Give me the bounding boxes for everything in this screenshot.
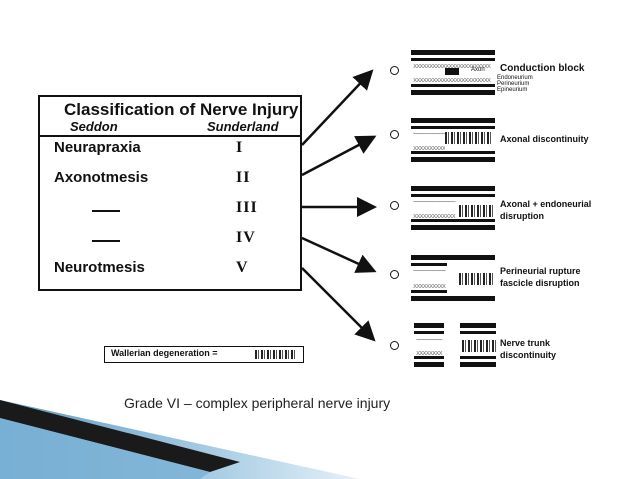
endoneurium-wavy: xxxxxxxxxxxxxxxxxxxxxxxx (413, 77, 491, 83)
epineurium-bar (411, 296, 495, 301)
panel-bullet (390, 341, 399, 350)
degeneration-zone (459, 273, 495, 285)
endoneurium-wavy: xxxxxxxxxxxxxxxxxxxxxxxx (413, 63, 491, 69)
decorative-corner-swoosh (0, 400, 360, 479)
nerve-panel-trunk-discontinuity: ~~~~~~~~ xxxxxxxx (414, 323, 500, 367)
epineurium-bar-left (414, 323, 444, 328)
panel-bullet (390, 270, 399, 279)
table-row-2: Axonotmesis II (40, 169, 300, 193)
epineurium-bar-left (414, 362, 444, 367)
degeneration-zone (462, 340, 496, 352)
sunderland-grade: I (236, 139, 244, 156)
degeneration-zone (459, 205, 495, 217)
panel-label-line2: disruption (500, 211, 544, 221)
classification-table: Classification of Nerve Injury Seddon Su… (38, 95, 302, 291)
perineurium-bar (411, 151, 495, 154)
endoneurium-wavy: ~~~~~~~~~~~~~ (413, 199, 456, 205)
endoneurium-wavy: xxxxxxxxxx (413, 145, 445, 151)
arrow-to-grade-4 (301, 236, 377, 273)
header-sunderland: Sunderland (207, 119, 279, 134)
panel-bullet (390, 130, 399, 139)
nerve-panel-perineurial-rupture: ~~~~~~~~~~ xxxxxxxxxx (411, 255, 497, 301)
header-seddon: Seddon (70, 119, 118, 134)
wallerian-legend: Wallerian degeneration = (104, 346, 304, 363)
panel-label: Axonal discontinuity (500, 134, 589, 144)
wallerian-label: Wallerian degeneration = (111, 348, 218, 358)
arrow-to-grade-5 (301, 267, 376, 342)
arrow-to-grade-1 (301, 69, 374, 146)
perineurium-bar (411, 290, 447, 293)
degeneration-sample-swatch (255, 350, 295, 359)
nerve-panel-conduction-block: xxxxxxxxxxxxxxxxxxxxxxxx xxxxxxxxxxxxxxx… (411, 50, 497, 95)
seddon-cell: Neurotmesis (54, 259, 145, 276)
perineurium-bar (411, 84, 495, 87)
panel-label-line1: Nerve trunk (500, 338, 551, 348)
arrow-to-grade-2 (301, 135, 377, 177)
degeneration-zone (445, 132, 493, 144)
axon-label: Axon (471, 67, 485, 73)
table-row-3: III (40, 199, 300, 223)
layer-label-epineurium: Epineurium (497, 87, 528, 93)
table-row-4: IV (40, 229, 300, 253)
seddon-cell: Neurapraxia (54, 139, 141, 156)
perineurium-bar (411, 219, 495, 222)
endoneurium-wavy: ~~~~~~~~~~ (413, 131, 445, 137)
epineurium-bar (411, 255, 495, 260)
table-title: Classification of Nerve Injury (64, 100, 299, 119)
sunderland-grade: III (236, 199, 258, 216)
table-header-divider (40, 135, 300, 137)
perineurium-bar (411, 126, 495, 129)
perineurium-bar (411, 58, 495, 61)
endoneurium-wavy: ~~~~~~~~ (416, 337, 443, 343)
perineurium-bar-right (460, 356, 496, 359)
empty-seddon-dash (92, 210, 120, 212)
endoneurium-wavy: xxxxxxxxxx (413, 283, 446, 289)
sunderland-grade: V (236, 259, 249, 276)
panel-label-line1: Axonal + endoneurial (500, 199, 592, 209)
panel-label-line2: fascicle disruption (500, 278, 580, 288)
perineurium-bar (411, 263, 447, 266)
empty-seddon-dash (92, 240, 120, 242)
epineurium-bar-right (460, 323, 496, 328)
table-row-1: Neurapraxia I (40, 139, 300, 163)
endoneurium-wavy: xxxxxxxx (416, 350, 443, 356)
panel-label-line1: Perineurial rupture (500, 266, 581, 276)
endoneurium-wavy: ~~~~~~~~~~ (413, 268, 446, 274)
perineurium-bar-right (460, 331, 496, 334)
panel-label-line2: discontinuity (500, 350, 556, 360)
table-row-5: Neurotmesis V (40, 259, 300, 283)
perineurium-bar-left (414, 331, 444, 334)
epineurium-bar (411, 50, 495, 55)
epineurium-bar (411, 90, 495, 95)
endoneurium-wavy: xxxxxxxxxxxxx (413, 213, 456, 219)
seddon-cell: Axonotmesis (54, 169, 149, 186)
perineurium-bar (411, 194, 495, 197)
sunderland-grade: IV (236, 229, 256, 246)
layer-label-perineurium: Perineurium (497, 81, 530, 87)
panel-label: Conduction block (500, 63, 585, 74)
epineurium-bar (411, 118, 495, 123)
panel-bullet (390, 201, 399, 210)
epineurium-bar (411, 157, 495, 162)
corner-mid-band (0, 418, 210, 479)
layer-label-endoneurium: Endoneurium (497, 75, 533, 81)
epineurium-bar (411, 186, 495, 191)
axon-block (445, 68, 459, 75)
nerve-panel-axonal-discontinuity: ~~~~~~~~~~ xxxxxxxxxx (411, 118, 497, 162)
epineurium-bar-right (460, 362, 496, 367)
corner-dark-stripe (0, 400, 240, 472)
perineurium-bar-left (414, 356, 444, 359)
caption-grade-vi: Grade VI – complex peripheral nerve inju… (124, 395, 391, 411)
epineurium-bar (411, 225, 495, 230)
sunderland-grade: II (236, 169, 251, 186)
panel-bullet (390, 66, 399, 75)
nerve-panel-axonal-endoneurial: ~~~~~~~~~~~~~ xxxxxxxxxxxxx (411, 186, 497, 230)
